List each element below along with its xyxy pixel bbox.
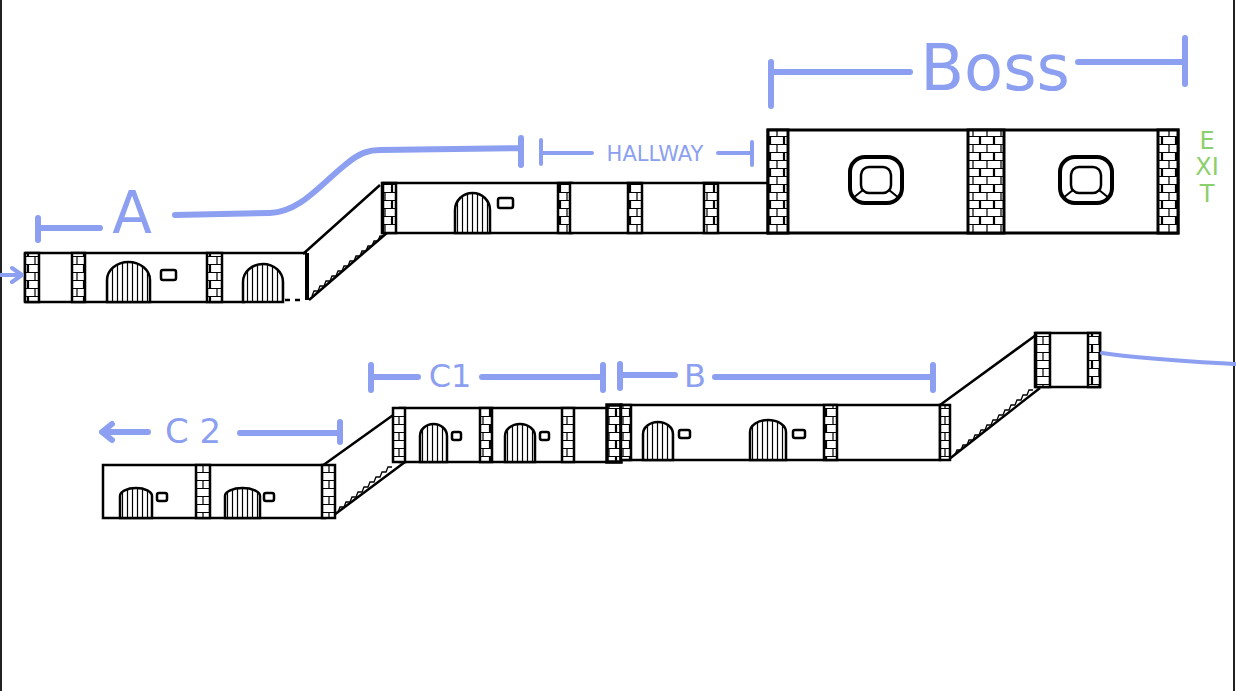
- room-a: [25, 253, 307, 302]
- ramp-stairs: [303, 185, 388, 300]
- hallway-room: [570, 183, 770, 233]
- room-c2: [225, 488, 260, 518]
- ramp-stairs: [322, 465, 335, 518]
- room-c2: [264, 493, 274, 501]
- section-label: HALLWAY: [607, 144, 704, 165]
- room-a: [25, 253, 307, 302]
- room-b: [793, 430, 805, 438]
- ramp-stairs: [940, 335, 1040, 460]
- boss-room: [1063, 190, 1109, 198]
- room-a: [161, 270, 176, 280]
- exit-label: EXIT: [1195, 128, 1219, 207]
- ramp-stairs: [940, 405, 950, 460]
- section-bracket: [1102, 353, 1236, 364]
- room-c2: [196, 465, 210, 518]
- room-b: [621, 405, 940, 460]
- room-c1: [562, 408, 574, 462]
- section-label: B: [684, 360, 706, 392]
- ramp-stairs: [303, 185, 388, 300]
- room-a: [107, 262, 150, 302]
- boss-room: [1071, 167, 1101, 193]
- section-bracket: [38, 218, 100, 240]
- room-b: [621, 405, 940, 460]
- room-b: [824, 405, 837, 460]
- room-c2: [157, 493, 167, 501]
- room-a: [207, 253, 222, 302]
- room-a-upper: [498, 198, 513, 208]
- hallway-room: [628, 183, 642, 233]
- room-a-upper: [382, 183, 570, 233]
- section-label: C 2: [165, 414, 221, 448]
- start-room: [1035, 333, 1100, 387]
- room-c1: [420, 424, 447, 462]
- room-c1: [540, 432, 549, 440]
- room-c1: [452, 432, 461, 440]
- room-b: [621, 405, 631, 460]
- room-a: [25, 253, 39, 302]
- section-label: A: [112, 184, 152, 242]
- section-label: C1: [429, 360, 472, 392]
- room-c1: [393, 405, 621, 462]
- room-a-upper: [383, 183, 396, 233]
- room-b: [643, 422, 673, 460]
- ramp-stairs: [322, 408, 405, 518]
- room-c2: [103, 465, 325, 518]
- hallway-room: [570, 183, 770, 233]
- section-bracket: [541, 140, 752, 165]
- room-b: [750, 420, 786, 460]
- room-a-upper: [382, 183, 572, 233]
- room-c1: [607, 405, 621, 462]
- ramp-stairs: [312, 236, 384, 296]
- section-bracket: [620, 364, 933, 390]
- start-room: [1035, 333, 1100, 387]
- hallway-room: [704, 183, 718, 233]
- ramp-stairs: [338, 467, 392, 512]
- boss-room: [1158, 130, 1178, 233]
- section-label: Boss: [920, 36, 1070, 100]
- boss-room: [768, 130, 1178, 233]
- room-c2: [103, 465, 325, 518]
- room-c1: [393, 408, 405, 462]
- boss-room: [968, 130, 1004, 233]
- boss-room: [768, 130, 788, 233]
- ramp-stairs: [940, 335, 1040, 460]
- ramp-stairs: [322, 408, 405, 518]
- room-c2: [120, 488, 152, 518]
- boss-room: [768, 130, 1178, 233]
- frame-edge: [1233, 0, 1235, 691]
- section-bracket: [371, 365, 603, 390]
- room-c1: [480, 408, 492, 462]
- start-room: [1088, 333, 1100, 387]
- room-a: [25, 253, 307, 302]
- boss-room: [861, 167, 891, 193]
- room-c1: [505, 424, 535, 462]
- frame-edge: [0, 0, 2, 691]
- boss-room: [853, 190, 899, 198]
- ramp-stairs: [305, 253, 309, 300]
- room-a: [72, 253, 85, 302]
- ramp-stairs: [955, 390, 1033, 455]
- room-a-upper: [455, 193, 490, 233]
- boss-room: [1060, 157, 1112, 203]
- section-bracket: [0, 268, 22, 282]
- room-c1: [400, 408, 620, 462]
- room-b: [679, 430, 690, 438]
- start-room: [1036, 333, 1050, 387]
- boss-room: [850, 157, 902, 203]
- section-bracket: [175, 138, 521, 215]
- room-a: [243, 264, 283, 302]
